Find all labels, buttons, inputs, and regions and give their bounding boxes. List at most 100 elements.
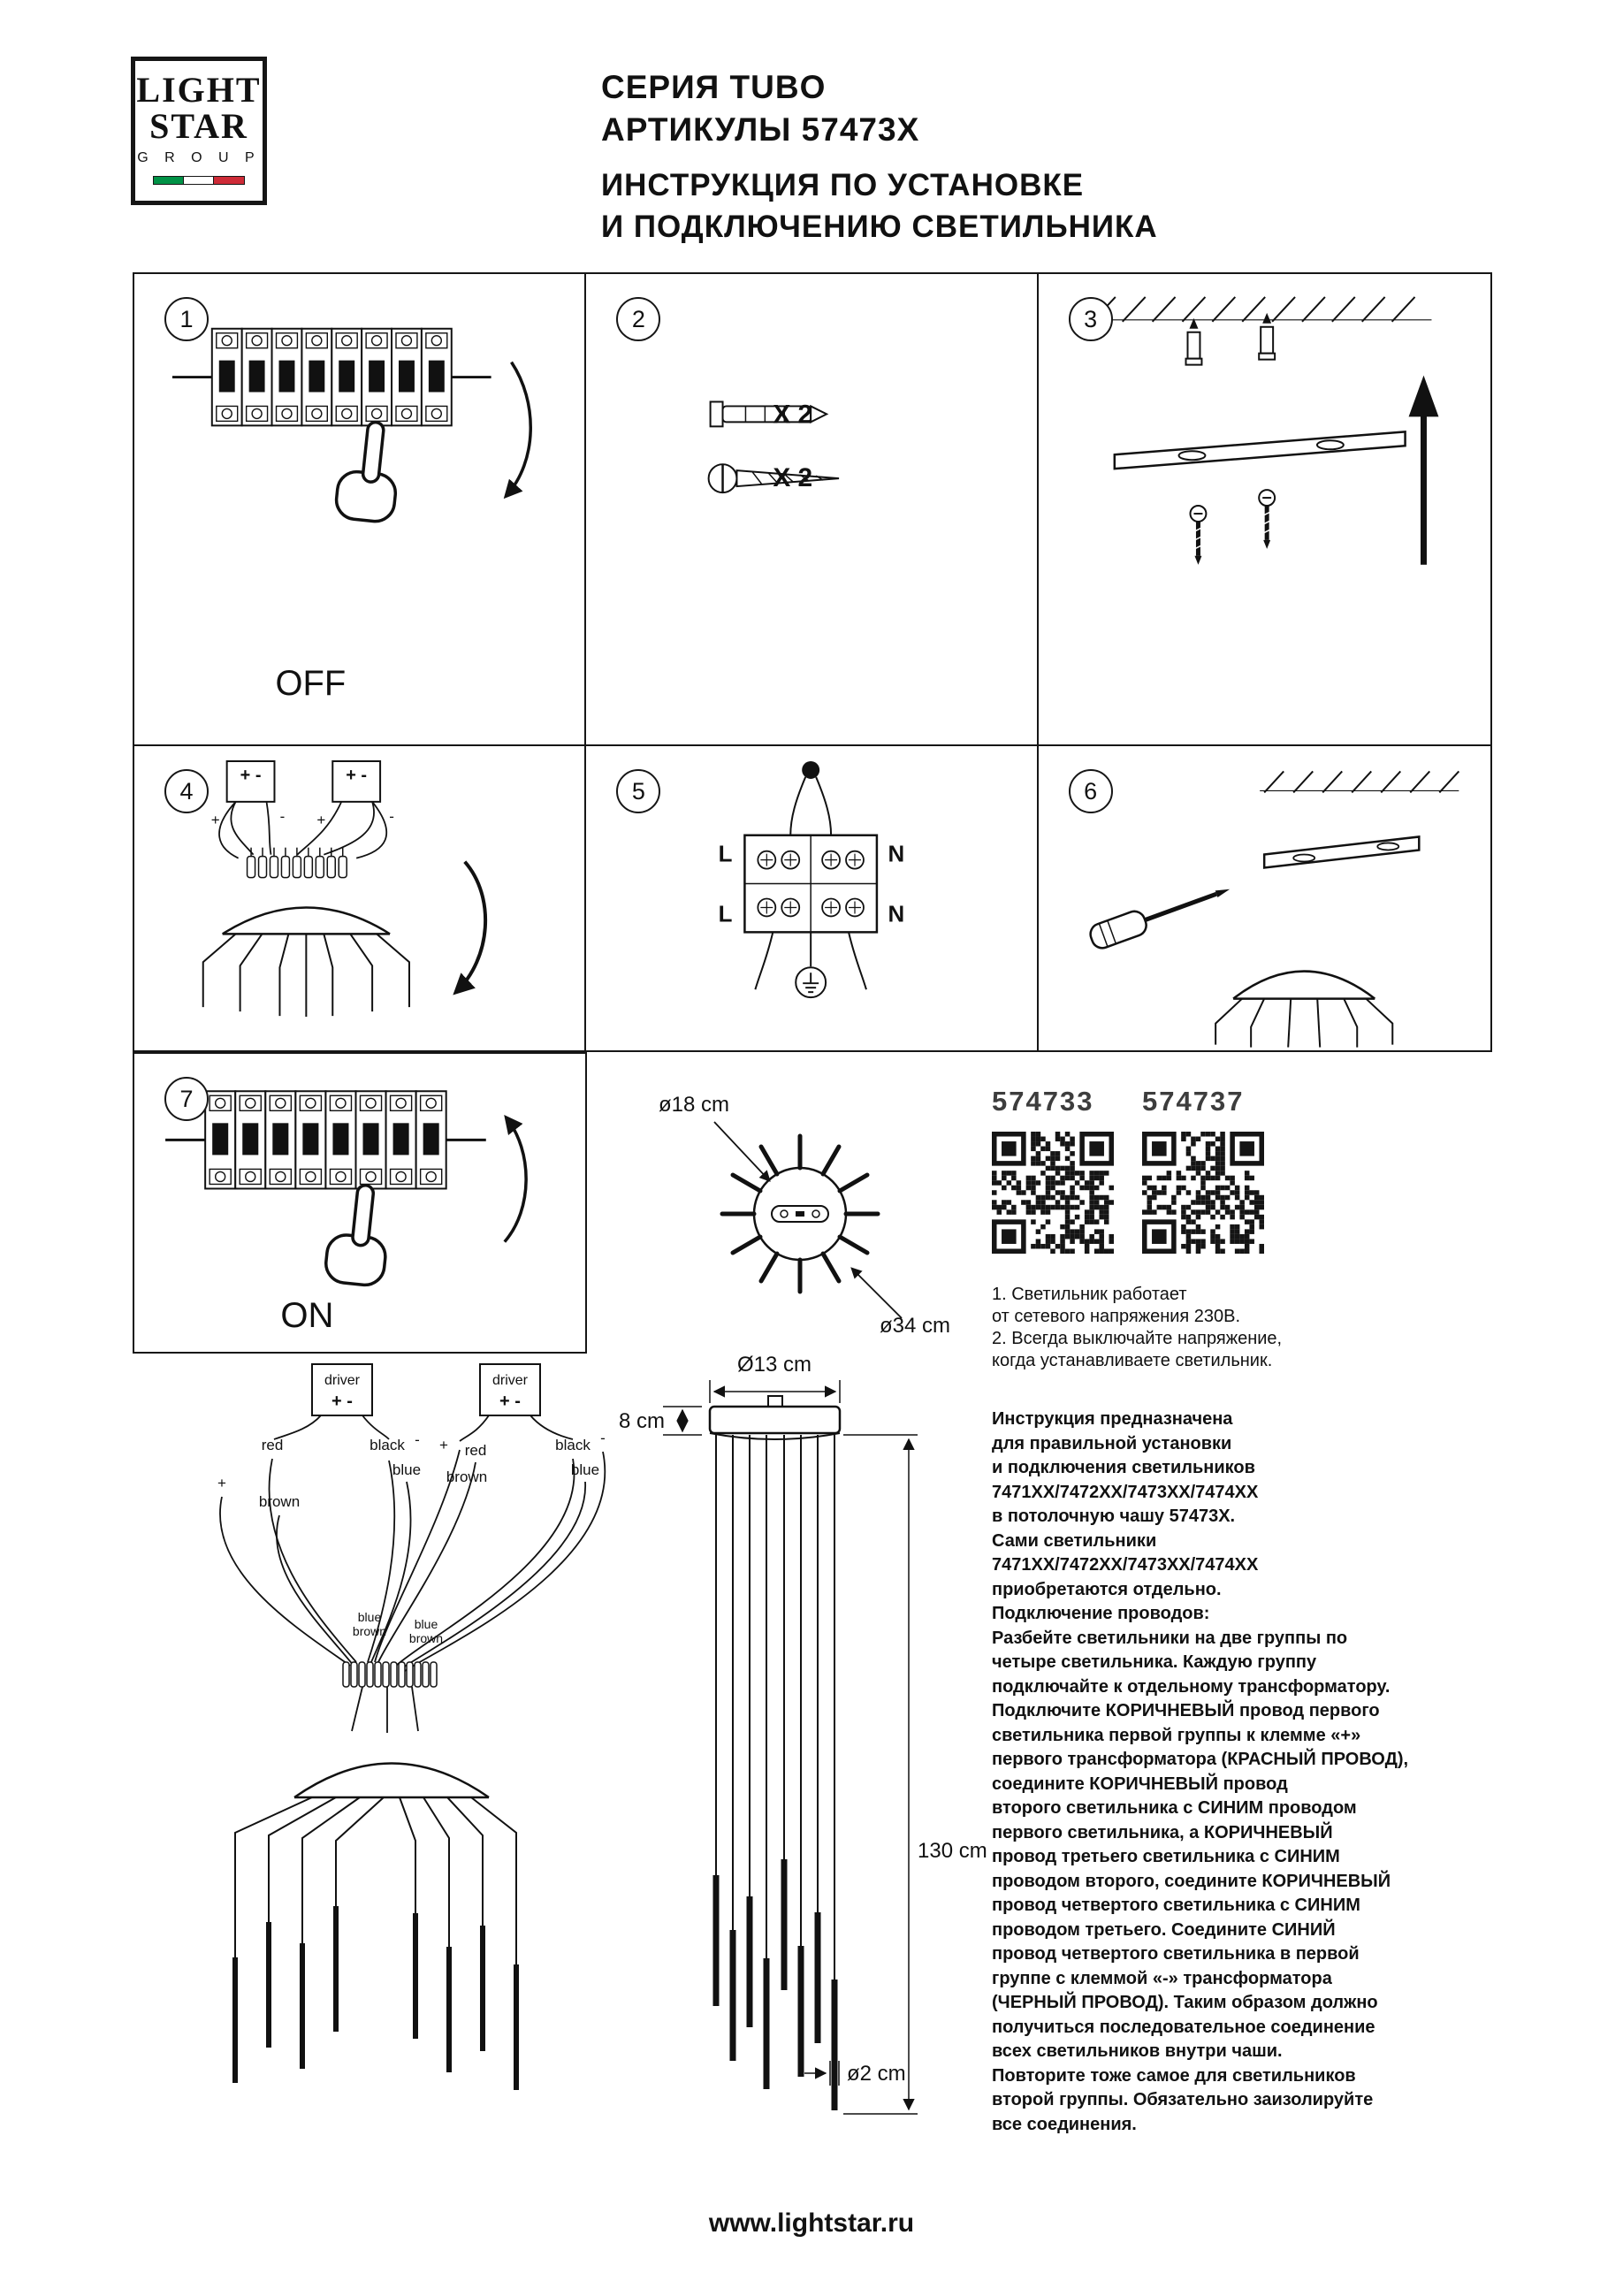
fasteners-diagram: X 2 X 2: [707, 400, 840, 494]
step-2-digit: 2: [631, 305, 645, 332]
circuit-breaker-on-diagram: ON: [134, 1054, 528, 1335]
step-1-panel: 1 OFF: [134, 274, 587, 746]
screwdriver-icon: [1089, 889, 1230, 950]
canopy: [708, 1395, 842, 1440]
ceiling-hatch: [1087, 296, 1432, 323]
diameter-18-label: ø18 cm: [659, 1093, 729, 1117]
plus-mark: +: [316, 812, 325, 828]
pendant-tubes: [232, 1906, 519, 2090]
blue-wire-label: blue: [392, 1461, 421, 1478]
step-7-panel: 7 ON: [133, 1052, 587, 1354]
step-6-number: 6: [1068, 769, 1113, 813]
line-label-bottom: L: [719, 902, 733, 927]
pressing-finger-icon: [322, 1180, 394, 1289]
step-2-panel: 2 X 2 X 2: [586, 274, 1039, 746]
circuit-breaker-off-diagram: OFF: [134, 274, 532, 703]
transformer-box: [225, 760, 276, 803]
canopy-top-view-diagram: ø18 cm ø34 cm: [659, 1093, 950, 1338]
step-4-number: 4: [164, 769, 209, 813]
minus-mark: -: [389, 808, 394, 825]
pendant-tubes: [712, 1859, 838, 2110]
rotate-up-arrow-icon: [503, 1115, 528, 1243]
driver-label: driver: [324, 1373, 361, 1388]
brown-wire-label: brown: [446, 1468, 487, 1485]
diameter-13-label: Ø13 cm: [737, 1353, 812, 1377]
minus-mark: -: [600, 1430, 606, 1446]
logo-group: G R O U P: [137, 150, 261, 165]
height-8-label: 8 cm: [619, 1409, 665, 1433]
step-6-panel: 6: [1039, 746, 1490, 1050]
diameter-34-label: ø34 cm: [880, 1314, 950, 1338]
italian-flag-icon: [153, 176, 246, 185]
plus-mark: +: [439, 1437, 448, 1453]
qr-code-574733: [992, 1132, 1114, 1254]
transformer-wiring-diagram: + - + - + - + -: [202, 760, 488, 1018]
step-7-digit: 7: [179, 1085, 194, 1112]
brown-wire-label: brown: [353, 1624, 386, 1638]
diameter-2-label: ø2 cm: [847, 2062, 906, 2086]
bracket-plate: [1262, 835, 1421, 869]
step-3-panel: 3: [1038, 274, 1490, 746]
articles-title: АРТИКУЛЫ 57473X: [601, 111, 920, 148]
ground-symbol-icon: [795, 966, 827, 999]
product-code-574733: 574733: [992, 1086, 1094, 1117]
series-title: СЕРИЯ TUBO: [601, 69, 827, 105]
steps-grid: 1 OFF 2 X 2: [133, 272, 1492, 1052]
up-arrow-icon: [1408, 375, 1439, 565]
step-4-digit: 4: [179, 777, 194, 805]
driver-box: [311, 1363, 373, 1416]
ceiling-hatch: [1259, 770, 1459, 794]
driver-polarity-label: + -: [331, 1392, 353, 1411]
plus-mark: +: [211, 812, 220, 828]
logo-star: STAR: [149, 106, 248, 146]
driver-label: driver: [492, 1373, 529, 1388]
minus-mark: -: [415, 1431, 420, 1448]
brown-wire-label: brown: [259, 1493, 300, 1510]
step-1-number: 1: [164, 297, 209, 341]
wires: [219, 1415, 606, 1672]
product-code-574737: 574737: [1142, 1086, 1245, 1117]
step-1-digit: 1: [179, 305, 194, 332]
red-wire-label: red: [465, 1442, 487, 1459]
qr-code-574737: [1142, 1132, 1264, 1254]
step-6-digit: 6: [1084, 777, 1098, 805]
screw-qty-label: X 2: [773, 463, 813, 492]
step-3-number: 3: [1068, 297, 1113, 341]
logo-light: LIGHT: [136, 70, 262, 110]
black-wire-label: black: [555, 1437, 591, 1453]
canopy-dome: [222, 906, 391, 935]
canopy-dome: [293, 1762, 490, 1799]
step-7-number: 7: [164, 1077, 209, 1121]
ceiling-bracket-mounting-diagram: [1087, 296, 1439, 744]
step-3-digit: 3: [1084, 305, 1098, 332]
lightstar-logo: LIGHT STAR G R O U P: [131, 57, 267, 205]
pressing-finger-icon: [332, 417, 405, 525]
polarity-label: + -: [240, 766, 262, 785]
bracket-plate: [1113, 430, 1406, 470]
safety-notes: 1. Светильник работает от сетевого напря…: [992, 1285, 1283, 1370]
canopy-dome: [1214, 970, 1393, 1048]
outgoing-wires: [754, 932, 868, 990]
red-wire-label: red: [262, 1437, 284, 1453]
step-4-panel: 4 + - + - + - + -: [134, 746, 587, 1050]
height-130-label: 130 cm: [918, 1839, 987, 1863]
step-2-number: 2: [616, 297, 661, 341]
website-url: www.lightstar.ru: [708, 2208, 915, 2238]
page-title-line2: И ПОДКЛЮЧЕНИЮ СВЕТИЛЬНИКА: [601, 210, 1158, 244]
neutral-label-bottom: N: [888, 902, 905, 927]
tube-spokes: [720, 1133, 880, 1294]
black-wire-label: black: [370, 1437, 405, 1453]
incoming-wires: [789, 776, 833, 835]
mounting-screw-icon: [1190, 506, 1206, 565]
line-label-top: L: [719, 843, 733, 867]
page-title-line1: ИНСТРУКЦИЯ ПО УСТАНОВКЕ: [601, 168, 1085, 202]
pendant-dimensions-diagram: Ø13 cm 8 cm 130 cm: [619, 1353, 987, 2115]
canopy-attachment-diagram: [1089, 770, 1459, 1048]
terminal-screws: [757, 850, 865, 918]
brown-wire-label: brown: [409, 1631, 443, 1645]
pendant-rods: [715, 1435, 835, 1979]
mounting-screw-icon: [1259, 490, 1275, 549]
driver-box: [479, 1363, 541, 1416]
terminal-block-diagram: L N L N: [719, 761, 905, 999]
